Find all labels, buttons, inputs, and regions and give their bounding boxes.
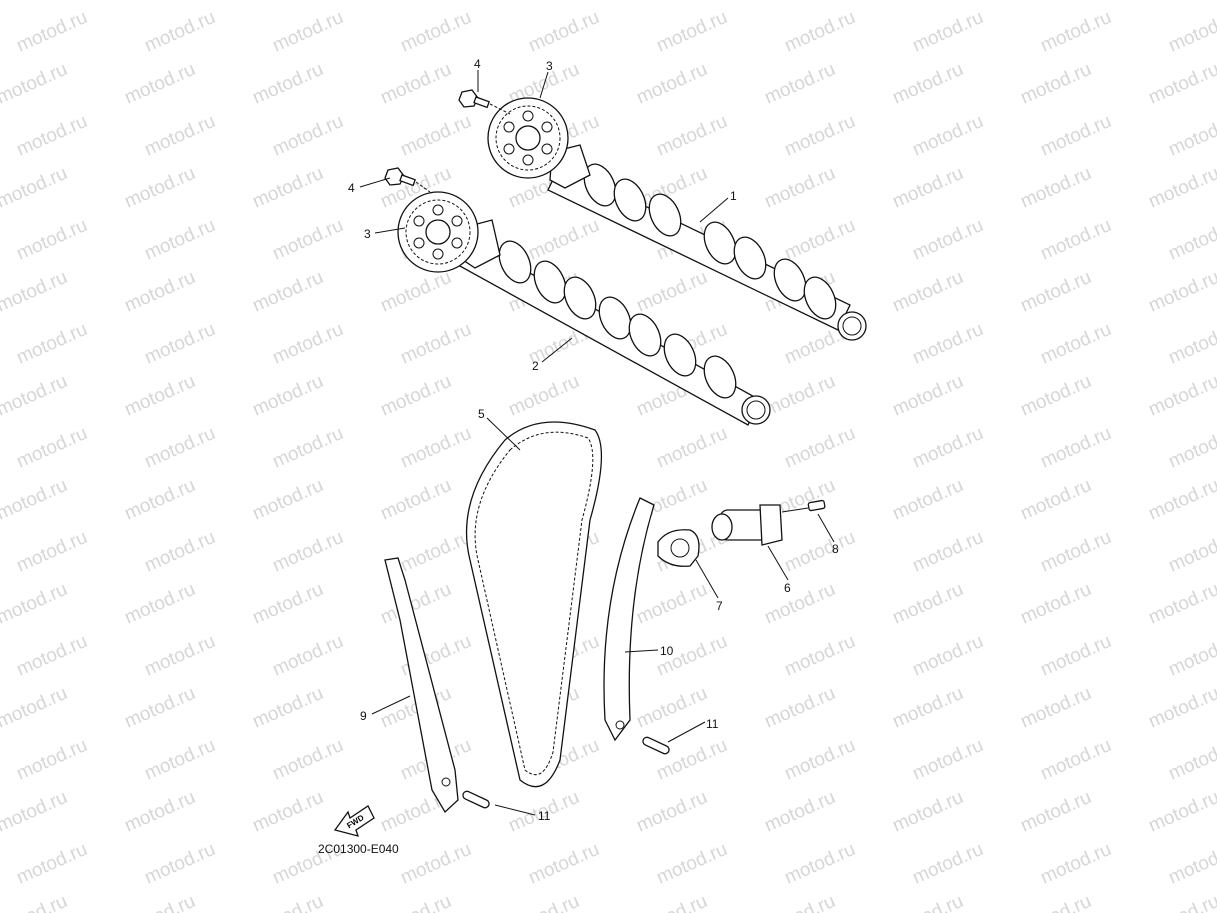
- bolt-upper: [458, 89, 511, 115]
- tensioner-6: [711, 504, 783, 546]
- callout-5: 5: [478, 407, 485, 421]
- pin-11-right: [642, 736, 670, 755]
- callout-6: 6: [784, 581, 791, 595]
- callout-11-right: 11: [706, 717, 719, 731]
- callout-2: 2: [532, 359, 539, 373]
- pin-11-left: [462, 790, 490, 809]
- callout-10: 10: [660, 644, 674, 658]
- camshaft-1: [547, 144, 867, 341]
- callout-3-lower: 3: [364, 227, 371, 241]
- callout-9: 9: [360, 709, 367, 723]
- callout-11-left: 11: [538, 809, 551, 823]
- callout-4-upper: 4: [474, 57, 481, 71]
- fwd-arrow-icon: FWD: [333, 805, 375, 837]
- callout-3-upper: 3: [546, 59, 553, 73]
- bolt-lower: [384, 167, 431, 193]
- diagram-code: 2C01300-E040: [318, 842, 399, 856]
- callout-7: 7: [716, 599, 723, 613]
- callout-8: 8: [832, 542, 839, 556]
- chain-guide-10: [603, 497, 655, 742]
- callout-1: 1: [730, 189, 737, 203]
- cam-sprocket-lower: [397, 191, 479, 273]
- gasket-7: [657, 529, 700, 567]
- cam-sprocket-upper: [487, 97, 569, 179]
- callout-4-lower: 4: [348, 181, 355, 195]
- timing-chain: [465, 421, 603, 788]
- chain-guide-9: [384, 557, 459, 814]
- bolt-8: [781, 499, 826, 513]
